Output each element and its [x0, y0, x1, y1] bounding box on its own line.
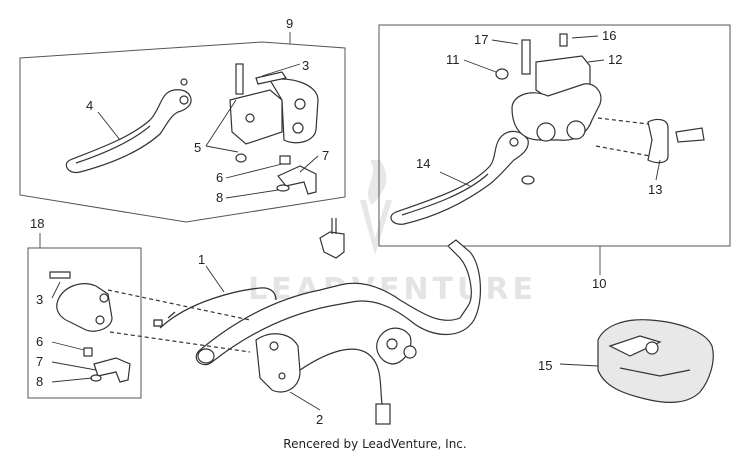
callout-7: 7: [322, 148, 329, 163]
part-18-bracket[interactable]: [49, 271, 251, 383]
callout-14: 14: [416, 156, 430, 171]
part-9-bracket[interactable]: [229, 63, 319, 195]
callout-9: 9: [286, 16, 293, 31]
part-1-cable[interactable]: [153, 287, 277, 329]
footer-credit: Rencered by LeadVenture, Inc.: [283, 437, 467, 451]
part-15-cover[interactable]: [597, 319, 714, 403]
callout-15: 15: [538, 358, 552, 373]
callout-18: 18: [30, 216, 44, 231]
callout-16: 16: [602, 28, 616, 43]
callout-10: 10: [592, 276, 606, 291]
callout-3b: 3: [36, 292, 43, 307]
group-18-box: [27, 233, 142, 399]
callout-13: 13: [648, 182, 662, 197]
group-10-box: [378, 24, 731, 275]
callout-17: 17: [474, 32, 488, 47]
callout-2: 2: [316, 412, 323, 427]
callout-11: 11: [446, 52, 460, 67]
callouts: 4 9 3 5 6 7 8 17 16 11 12 14 13 10 18 1 …: [30, 16, 662, 427]
callout-4: 4: [86, 98, 93, 113]
callout-6: 6: [216, 170, 223, 185]
callout-6b: 6: [36, 334, 43, 349]
group-9-box: [19, 32, 346, 223]
callout-8b: 8: [36, 374, 43, 389]
callout-7b: 7: [36, 354, 43, 369]
callout-8: 8: [216, 190, 223, 205]
callout-5: 5: [194, 140, 201, 155]
callout-1: 1: [198, 252, 205, 267]
part-4-lever[interactable]: [65, 78, 192, 174]
part-2-switch[interactable]: [255, 333, 391, 425]
part-13-clamp[interactable]: [595, 117, 705, 164]
callout-12: 12: [608, 52, 622, 67]
handlebar: [195, 218, 481, 366]
part-12-master-cylinder[interactable]: [495, 33, 602, 142]
part-14-lever[interactable]: [390, 130, 535, 225]
leader-lines: [51, 35, 661, 411]
callout-3: 3: [302, 58, 309, 73]
